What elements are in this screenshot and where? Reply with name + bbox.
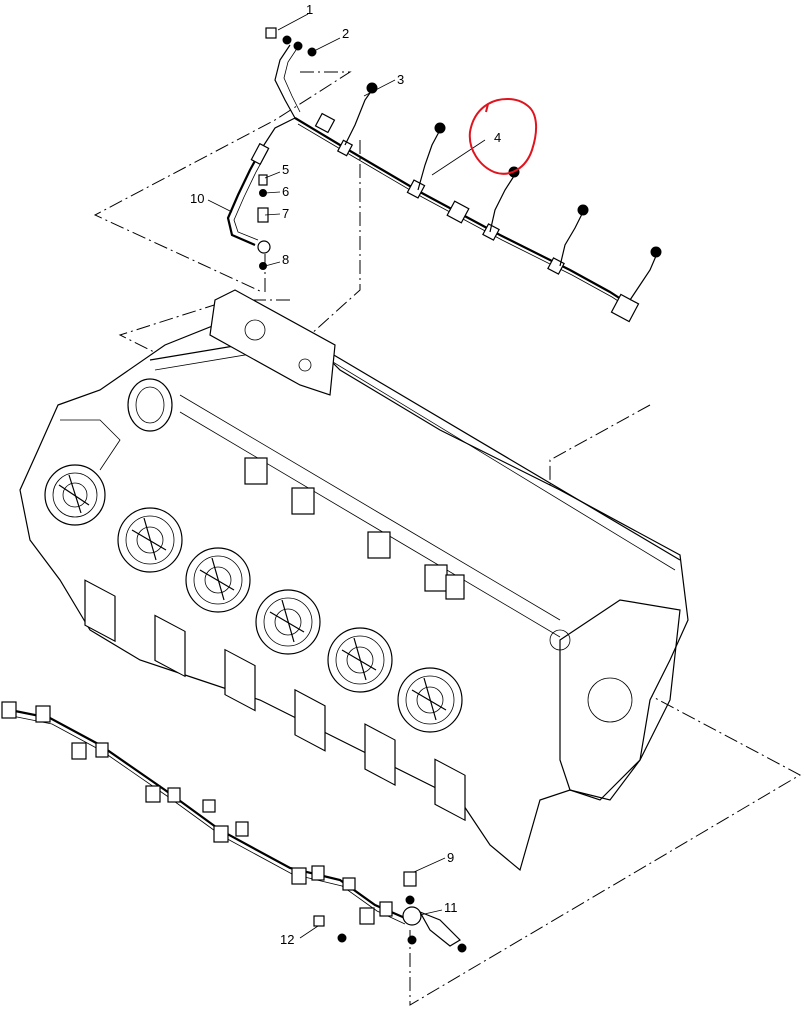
callout-5: 5 (282, 162, 289, 177)
crankcase-windows (84, 579, 466, 822)
callout-2: 2 (342, 26, 349, 41)
callouts: 1 2 3 4 5 6 7 8 9 10 11 12 (190, 2, 501, 947)
fuel-pipe-10 (226, 142, 271, 254)
lower-hardware (313, 871, 467, 953)
leader-lines (207, 13, 486, 939)
callout-7: 7 (282, 206, 289, 221)
red-circle-annotation (468, 98, 538, 175)
callout-6: 6 (282, 184, 289, 199)
banjo-bolt-1 (265, 27, 317, 57)
fuel-injection-line-assembly (261, 44, 662, 323)
engine-block (19, 289, 689, 872)
callout-11: 11 (444, 900, 458, 915)
lower-fuel-line-assembly (1, 701, 406, 925)
cylinder-bores (44, 464, 463, 733)
callout-8: 8 (282, 252, 289, 267)
callout-4: 4 (494, 130, 501, 145)
callout-12: 12 (280, 932, 294, 947)
callout-10: 10 (190, 191, 204, 206)
callout-3: 3 (397, 72, 404, 87)
bolt-washers-5-8 (257, 174, 269, 270)
callout-1: 1 (306, 2, 313, 17)
callout-9: 9 (447, 850, 454, 865)
injector-pads (244, 457, 465, 600)
